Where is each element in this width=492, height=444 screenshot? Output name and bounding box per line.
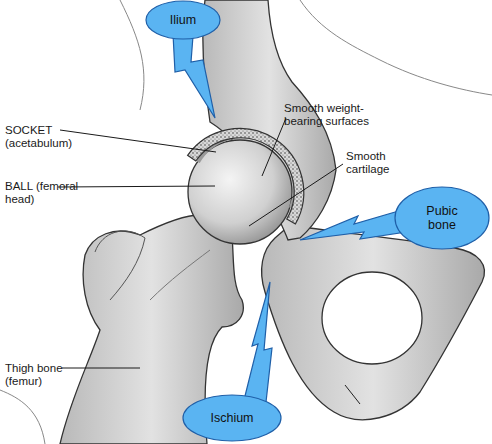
part-label: BALL (femoral head) — [5, 180, 81, 206]
callout-tail — [244, 282, 272, 402]
femur-neck-line — [150, 250, 210, 300]
callout-bubble: Ilium — [145, 0, 221, 40]
leader-line — [60, 130, 216, 152]
leader-line — [62, 368, 140, 369]
greater-trochanter — [95, 231, 145, 300]
leader-line — [58, 186, 215, 187]
callout-ellipse — [146, 1, 220, 39]
pointer-line — [345, 385, 360, 404]
callout-text: Pubic bone — [426, 204, 459, 232]
obturator-foramen — [322, 272, 422, 364]
pelvis-bone — [262, 225, 485, 420]
body-outline — [120, 0, 144, 110]
callout-text: Ischium — [210, 411, 253, 425]
callout-ellipse — [183, 395, 281, 441]
callout-ellipse — [395, 187, 489, 249]
leader-line — [262, 118, 286, 176]
callout-tail — [300, 210, 406, 240]
body-outline — [0, 390, 45, 444]
part-label: Thigh bone (femur) — [5, 362, 64, 388]
body-outline — [300, 0, 492, 95]
part-label: Smooth cartilage — [346, 150, 391, 176]
leader-line — [249, 164, 343, 226]
part-label: Smooth weight-bearing surfaces — [284, 102, 371, 128]
part-label: SOCKET (acetabulum) — [5, 124, 74, 150]
callout-bubble: Pubic bone — [394, 186, 490, 250]
callout-tail — [173, 34, 215, 118]
callout-text: Ilium — [170, 13, 196, 27]
acetabulum-socket — [188, 128, 304, 224]
callout-bubble: Ischium — [182, 394, 282, 442]
